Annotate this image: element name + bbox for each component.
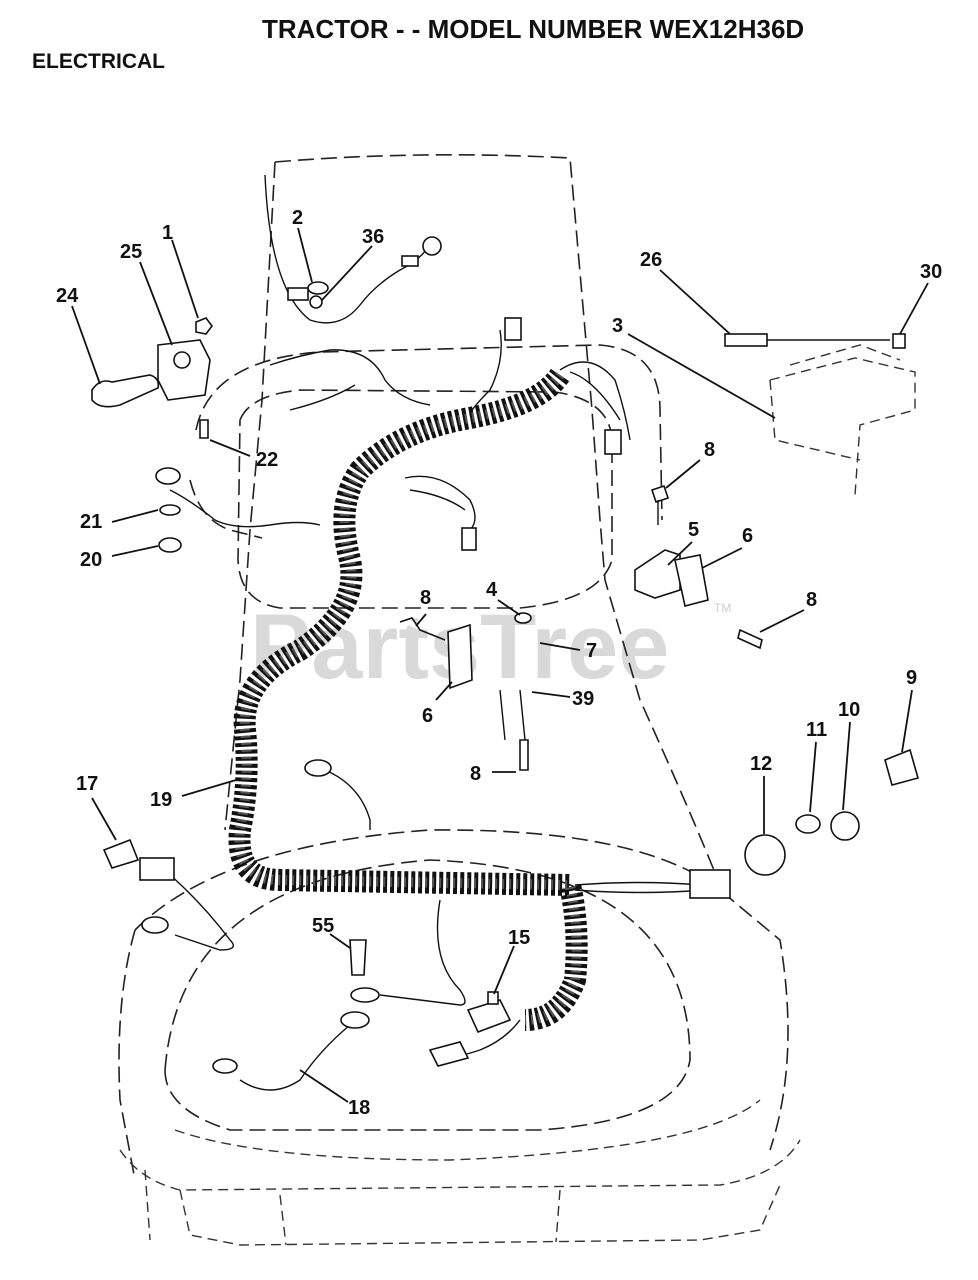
wire-harness [228,368,588,1031]
callout-6-right: 6 [742,525,753,547]
callout-11: 11 [806,719,827,741]
callout-30: 30 [920,261,942,283]
callout-15: 15 [508,927,530,949]
callout-8-right: 8 [806,589,817,611]
part-shapes [91,236,919,1074]
callout-2: 2 [292,207,303,229]
callout-8-bottom: 8 [470,763,481,785]
safety-switch-b-part [447,623,473,690]
screw-part [199,419,209,439]
callout-12: 12 [750,753,772,775]
callout-5: 5 [688,519,699,541]
retainer-nut-part [830,811,860,841]
bolt-8b-part [399,617,446,641]
harness-connector-part [689,869,731,899]
callout-19: 19 [150,789,172,811]
switch-bracket-part [634,549,681,599]
callout-4: 4 [486,579,498,601]
solenoid-part [157,339,211,401]
section-label: ELECTRICAL [32,50,165,73]
callout-26: 26 [640,249,662,271]
callout-20: 20 [80,549,102,571]
callout-25: 25 [120,241,142,263]
callout-22: 22 [256,449,278,471]
bolt-8c-part [737,628,763,650]
nut-4-part [514,612,532,624]
hex-nut-part [158,537,182,553]
bolt-8d-part [519,739,529,771]
tractor-outline [118,154,801,1246]
callout-7: 7 [586,640,597,662]
ignition-switch-part [744,834,786,876]
callout-39: 39 [572,688,594,710]
washer-part [795,814,821,834]
callout-18: 18 [348,1097,370,1119]
diagram-title: TRACTOR - - MODEL NUMBER WEX12H36D [262,14,804,44]
callout-55: 55 [312,915,334,937]
callout-36: 36 [362,226,384,248]
terminal-boot-part [91,374,160,408]
callout-1: 1 [162,222,173,244]
callout-9: 9 [906,667,917,689]
wing-nut-part [892,333,906,349]
callout-6-left: 6 [422,705,433,727]
callout-17: 17 [76,773,98,795]
bolt-8a-part [650,484,670,504]
callout-21: 21 [80,511,102,533]
bolt-part [724,333,768,347]
callout-8-mid: 8 [420,587,431,609]
callout-labels: 1 25 24 2 36 26 30 3 22 8 21 20 5 6 4 8 … [56,207,942,1119]
screw-55-part [349,939,367,976]
nut-part [195,317,213,335]
lock-washer-part [159,504,181,516]
battery-terminal-part [287,287,309,301]
callout-8-top: 8 [704,439,715,461]
watermark-trademark: TM [714,601,731,615]
ignition-key-part [884,748,919,786]
ring-terminal-part [422,236,442,256]
callout-24: 24 [56,285,79,307]
callout-3: 3 [612,315,623,337]
callout-10: 10 [838,699,860,721]
safety-switch-part [674,554,709,607]
fuse-part [102,838,140,869]
leader-lines [71,227,929,1103]
battery-part [769,357,916,496]
